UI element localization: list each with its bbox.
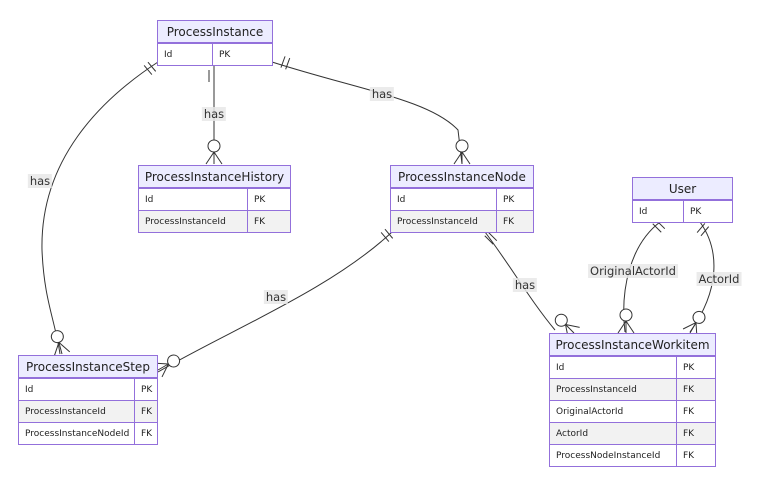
entity-title: ProcessInstanceStep bbox=[19, 356, 157, 378]
attribute-row: Id PK bbox=[158, 43, 272, 65]
cardinality-one-marker bbox=[484, 231, 498, 245]
entity-title: ProcessInstanceNode bbox=[391, 166, 533, 188]
relationship-label: has bbox=[201, 107, 227, 121]
cardinality-many-marker bbox=[453, 139, 471, 165]
attribute-row: Id PK bbox=[550, 356, 715, 378]
relationship-label: ActorId bbox=[696, 272, 742, 286]
cardinality-one-marker bbox=[208, 70, 215, 82]
cardinality-one-marker bbox=[280, 56, 291, 70]
cardinality-one-marker bbox=[696, 223, 710, 237]
attribute-name: ProcessInstanceNodeId bbox=[19, 423, 135, 444]
relationship-label: OriginalActorId bbox=[588, 264, 678, 278]
attribute-name: Id bbox=[633, 201, 684, 222]
attribute-row: ProcessNodeInstanceId FK bbox=[550, 444, 715, 466]
entity-title: User bbox=[633, 178, 732, 200]
relationship-label: has bbox=[369, 87, 395, 101]
attribute-row: Id PK bbox=[139, 188, 290, 210]
attribute-name: ActorId bbox=[550, 423, 677, 444]
attribute-key: FK bbox=[683, 428, 695, 439]
cardinality-many-marker bbox=[205, 139, 223, 165]
cardinality-many-marker bbox=[50, 330, 71, 357]
relationship-line bbox=[271, 61, 463, 165]
attribute-key: PK bbox=[141, 384, 153, 395]
attribute-name: ProcessNodeInstanceId bbox=[550, 445, 677, 466]
attribute-key: FK bbox=[683, 450, 695, 461]
entity-title: ProcessInstance bbox=[158, 21, 272, 43]
attribute-name: ProcessInstanceId bbox=[19, 401, 135, 422]
attribute-key: FK bbox=[141, 406, 153, 417]
attribute-row: Id PK bbox=[391, 188, 533, 210]
cardinality-many-marker bbox=[617, 308, 635, 334]
attribute-name: ProcessInstanceId bbox=[550, 379, 677, 400]
relationship-label: has bbox=[27, 174, 53, 188]
attribute-key: FK bbox=[254, 216, 266, 227]
attribute-key: FK bbox=[141, 428, 153, 439]
attribute-row: ActorId FK bbox=[550, 422, 715, 444]
attribute-row: ProcessInstanceId FK bbox=[19, 400, 157, 422]
entity-title: ProcessInstanceWorkitem bbox=[550, 334, 715, 356]
attribute-key: PK bbox=[683, 362, 695, 373]
attribute-row: ProcessInstanceNodeId FK bbox=[19, 422, 157, 444]
attribute-key: FK bbox=[503, 216, 515, 227]
attribute-row: Id PK bbox=[19, 378, 157, 400]
attribute-key: PK bbox=[503, 194, 515, 205]
attribute-row: ProcessInstanceId FK bbox=[139, 210, 290, 232]
attribute-row: ProcessInstanceId FK bbox=[550, 378, 715, 400]
attribute-row: ProcessInstanceId FK bbox=[391, 210, 533, 232]
attribute-key: FK bbox=[683, 406, 695, 417]
cardinality-one-marker bbox=[143, 61, 157, 75]
attribute-name: Id bbox=[19, 379, 135, 400]
attribute-name: ProcessInstanceId bbox=[139, 211, 248, 232]
cardinality-many-marker bbox=[153, 354, 181, 378]
attribute-row: OriginalActorId FK bbox=[550, 400, 715, 422]
attribute-key: PK bbox=[690, 206, 702, 217]
attribute-key: PK bbox=[254, 194, 266, 205]
relationship-line bbox=[157, 231, 393, 373]
attribute-name: Id bbox=[139, 189, 248, 210]
attribute-key: FK bbox=[683, 384, 695, 395]
attribute-name: Id bbox=[550, 357, 677, 378]
attribute-name: Id bbox=[158, 44, 213, 65]
relationship-label: has bbox=[512, 278, 538, 292]
relationship-label: has bbox=[263, 290, 289, 304]
attribute-name: ProcessInstanceId bbox=[391, 211, 497, 232]
attribute-key: PK bbox=[219, 49, 231, 60]
entity-title: ProcessInstanceHistory bbox=[139, 166, 290, 188]
attribute-name: OriginalActorId bbox=[550, 401, 677, 422]
relationship-line bbox=[41, 61, 159, 355]
attribute-name: Id bbox=[391, 189, 497, 210]
cardinality-one-marker bbox=[380, 228, 394, 242]
attribute-row: Id PK bbox=[633, 200, 732, 222]
